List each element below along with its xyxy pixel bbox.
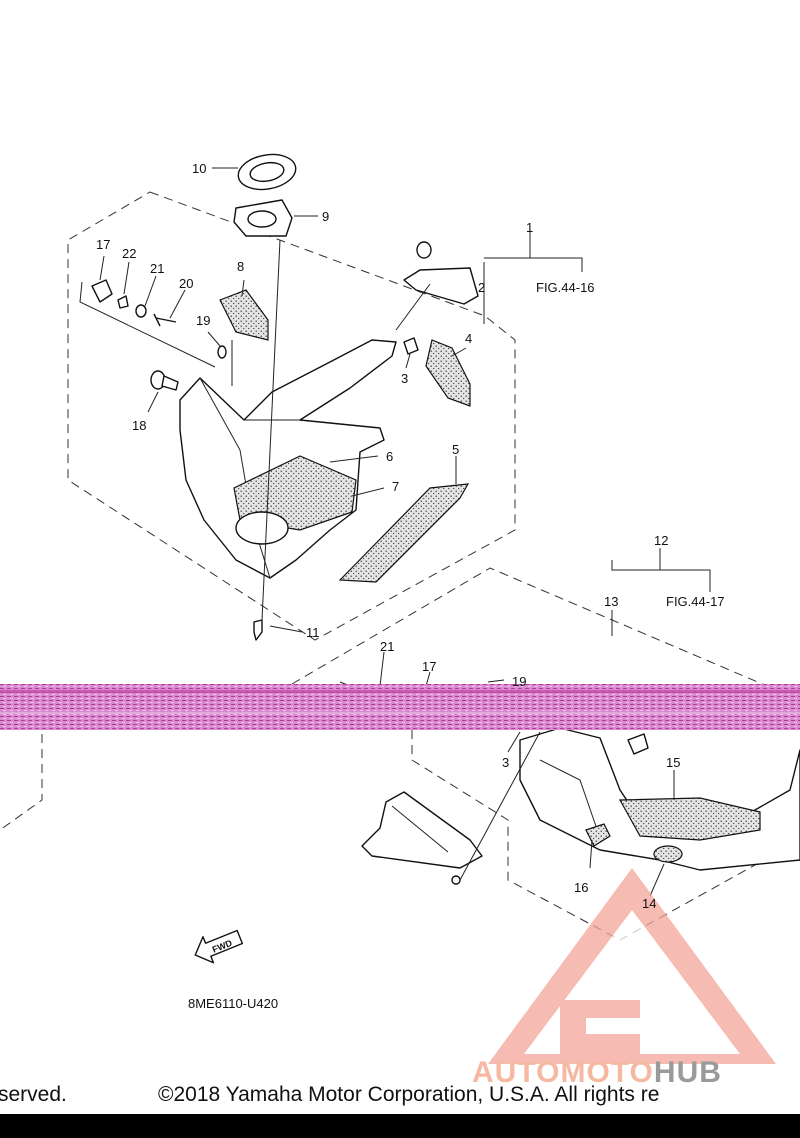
callout-8: 8	[237, 259, 244, 274]
callout-5: 5	[452, 442, 459, 457]
watermark-brand-part2: HUB	[653, 1056, 722, 1089]
part-11-fastener	[253, 619, 263, 641]
callout-4: 4	[465, 331, 472, 346]
part-21-washer	[135, 304, 147, 318]
part-19-cap	[217, 345, 227, 359]
callout-17-upper: 17	[96, 237, 110, 252]
part-14-pad	[653, 845, 683, 863]
callout-10: 10	[192, 161, 206, 176]
part-10-gasket	[237, 153, 297, 191]
part-22-spring	[117, 295, 129, 309]
callout-13: 13	[604, 594, 618, 609]
callout-2: 2	[478, 280, 485, 295]
callout-20: 20	[179, 276, 193, 291]
callout-16: 16	[574, 880, 588, 895]
part-17-clip	[91, 279, 113, 303]
callout-21-upper: 21	[150, 261, 164, 276]
callout-9: 9	[322, 209, 329, 224]
callout-21-lower: 21	[380, 639, 394, 654]
assembly-boundary-left	[0, 734, 43, 831]
copyright-left-fragment: served.	[0, 1083, 67, 1106]
part-20-screw	[153, 313, 177, 327]
callout-18: 18	[132, 418, 146, 433]
watermark-brand-part1: AUTOMOTO	[472, 1056, 654, 1089]
part-8-panel	[219, 289, 269, 341]
drawing-code: 8ME6110-U420	[188, 996, 278, 1011]
callout-7: 7	[392, 479, 399, 494]
callout-3-upper: 3	[401, 371, 408, 386]
assembly-boundary-lower	[291, 567, 800, 701]
callout-19-lower: 19	[512, 674, 526, 689]
callout-19-upper: 19	[196, 313, 210, 328]
copyright-text: ©2018 Yamaha Motor Corporation, U.S.A. A…	[158, 1083, 660, 1106]
automotohub-logo-icon	[488, 868, 776, 1064]
lower-bracket	[361, 791, 483, 869]
callout-12: 12	[654, 533, 668, 548]
leader-lines-upper	[79, 167, 583, 633]
fig-ref-44-17: FIG.44-17	[666, 594, 725, 609]
fig-ref-44-16: FIG.44-16	[536, 280, 595, 295]
lower-grommet	[451, 875, 461, 885]
copyright-line: served. ©2018 Yamaha Motor Corporation, …	[0, 1083, 800, 1111]
part-2-bracket	[403, 241, 479, 305]
part-5-pad	[338, 483, 470, 583]
footer-bar	[0, 1114, 800, 1138]
assembly-boundary-upper	[67, 191, 516, 641]
callout-14: 14	[642, 896, 656, 911]
part-3-clip	[403, 337, 419, 355]
fwd-arrow-icon: FWD	[194, 929, 244, 964]
callout-15: 15	[666, 755, 680, 770]
callouts: 10 9 17 22 21 8 20 19 18 1 2 FIG.44-16 4…	[96, 161, 725, 911]
part-18-knob	[150, 370, 179, 391]
leader-lines-lower	[339, 548, 711, 897]
part-4-pad	[425, 339, 471, 407]
watermark-brand: AUTOMOTOHUB	[472, 1056, 722, 1090]
callout-22: 22	[122, 246, 136, 261]
part-9-plate	[233, 199, 293, 237]
callout-11: 11	[306, 625, 320, 640]
callout-3-lower: 3	[502, 755, 509, 770]
callout-1: 1	[526, 220, 533, 235]
callout-6: 6	[386, 449, 393, 464]
callout-17-lower: 17	[422, 659, 436, 674]
main-cowling	[179, 339, 397, 579]
